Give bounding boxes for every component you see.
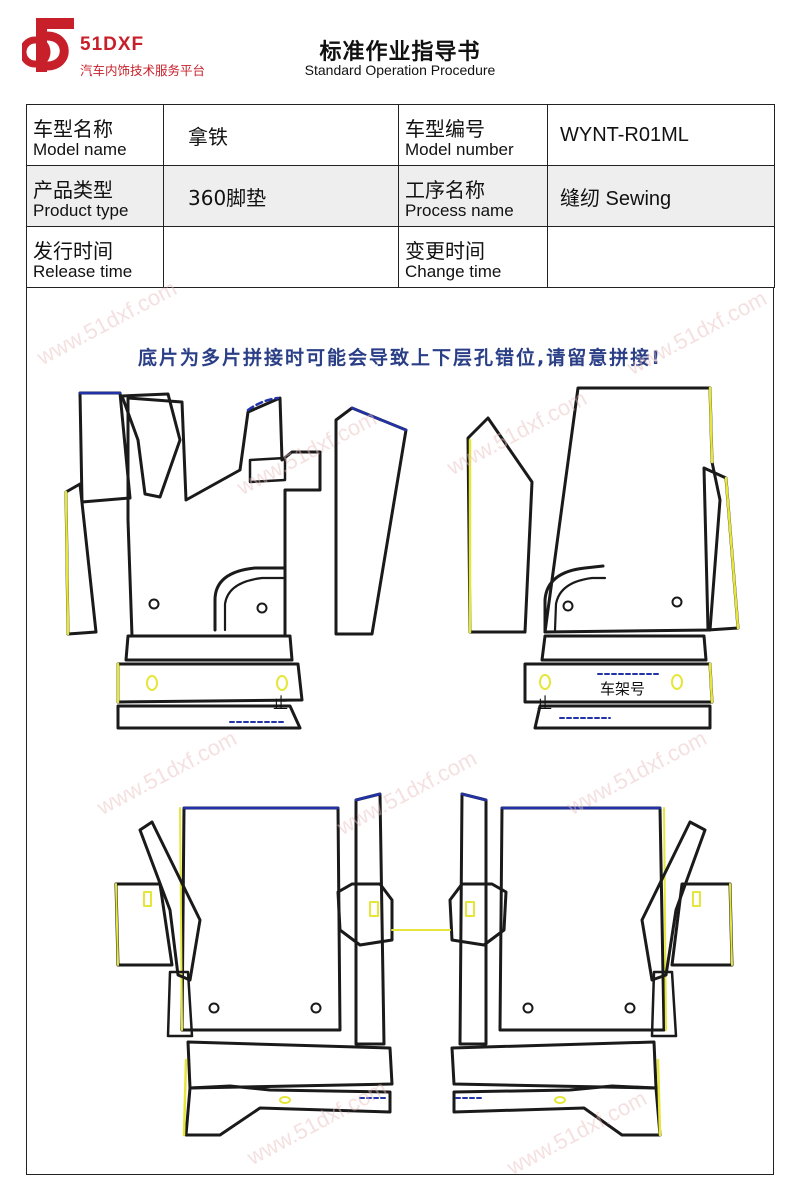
release-time-label-cell: 发行时间 Release time xyxy=(26,226,164,288)
process-name-value: 缝纫 Sewing xyxy=(547,165,775,227)
document-title: 标准作业指导书 xyxy=(319,40,481,65)
model-number-value: WYNT-R01ML xyxy=(547,104,775,166)
rear-right-mat-pieces xyxy=(391,792,734,1137)
model-name-label: 车型名称 xyxy=(33,117,113,141)
release-time-label: 发行时间 xyxy=(33,239,113,263)
brand-subtitle: 汽车内饰技术服务平台 xyxy=(80,63,206,78)
change-time-label: 变更时间 xyxy=(405,239,485,263)
release-time-value xyxy=(163,226,399,288)
stop-mark-right: 止 xyxy=(537,694,552,712)
model-name-label-en: Model name xyxy=(33,140,127,159)
process-name-label-cell: 工序名称 Process name xyxy=(398,165,548,227)
stop-mark-left: 止 xyxy=(273,694,288,712)
rear-left-mat-pieces xyxy=(114,792,394,1137)
frame-number-label: 车架号 xyxy=(600,680,645,698)
model-number-label-cell: 车型编号 Model number xyxy=(398,104,548,166)
document-subtitle: Standard Operation Procedure xyxy=(304,62,496,78)
front-right-mat-pieces xyxy=(466,386,740,730)
info-row-model: 车型名称 Model name 拿铁 车型编号 Model number WYN… xyxy=(26,104,775,166)
process-name-label: 工序名称 xyxy=(405,178,485,202)
change-time-label-cell: 变更时间 Change time xyxy=(398,226,548,288)
brand-logo xyxy=(22,18,74,72)
product-type-label: 产品类型 xyxy=(33,178,113,202)
change-time-value xyxy=(547,226,775,288)
brand-name: 51DXF xyxy=(80,34,145,55)
info-row-time: 发行时间 Release time 变更时间 Change time xyxy=(26,226,775,288)
product-type-value: 360脚垫 xyxy=(163,165,399,227)
release-time-label-en: Release time xyxy=(33,262,133,281)
product-type-label-en: Product type xyxy=(33,201,129,220)
model-name-label-cell: 车型名称 Model name xyxy=(26,104,164,166)
splice-warning: 底片为多片拼接时可能会导致上下层孔错位,请留意拼接! xyxy=(138,347,662,369)
info-table: 车型名称 Model name 拿铁 车型编号 Model number WYN… xyxy=(26,104,775,288)
model-number-label-en: Model number xyxy=(405,140,514,159)
model-name-value: 拿铁 xyxy=(163,104,399,166)
product-type-label-cell: 产品类型 Product type xyxy=(26,165,164,227)
info-row-product: 产品类型 Product type 360脚垫 工序名称 Process nam… xyxy=(26,165,775,227)
diagram-frame xyxy=(26,287,774,1175)
front-left-mat-pieces xyxy=(64,391,408,730)
model-number-label: 车型编号 xyxy=(405,117,485,141)
change-time-label-en: Change time xyxy=(405,262,502,281)
process-name-label-en: Process name xyxy=(405,201,514,220)
